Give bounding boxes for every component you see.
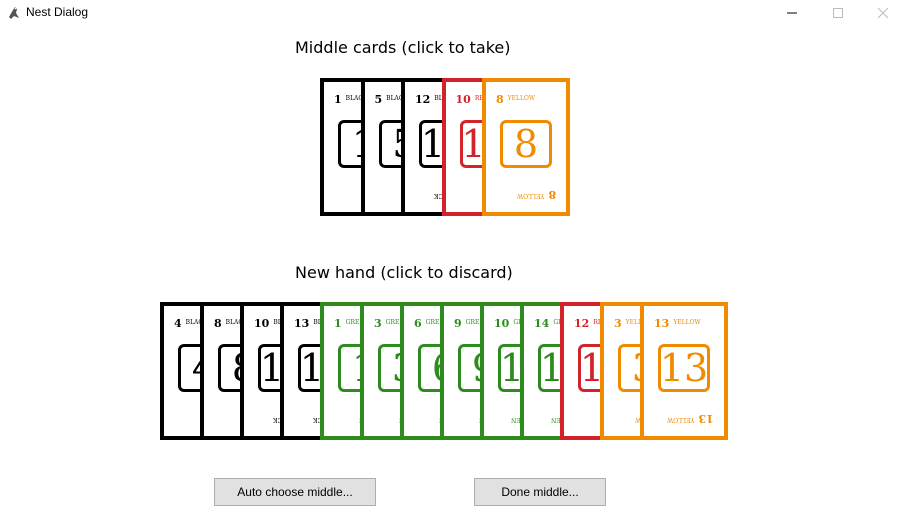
auto-choose-middle-button[interactable]: Auto choose middle... [214, 478, 376, 506]
card-number: 8 [496, 93, 504, 106]
card-number-inverted: 13 [698, 412, 714, 425]
minimize-button[interactable] [769, 0, 815, 26]
card-color: GREEN [385, 319, 409, 326]
card-number: 3 [614, 317, 622, 330]
close-button[interactable] [860, 0, 900, 26]
card-color-inverted: YELLOW [667, 416, 695, 423]
card-number: 10 [494, 317, 510, 330]
card-color: BLACK [185, 319, 208, 326]
new-hand-label: New hand (click to discard) [295, 263, 513, 282]
card-corner-top: 3 YELLOW [614, 312, 653, 331]
card-corner-bottom: 8YELLOW [517, 187, 556, 206]
card-color-inverted: YELLOW [516, 192, 545, 199]
card-number: 10 [455, 93, 471, 106]
middle-cards-row: 1BLACK11BLACK5BLACK55BLACK12BLACK1212BLA… [320, 78, 570, 216]
card-number: 4 [174, 317, 182, 330]
card-color: BLACK [225, 319, 248, 326]
card-color: YELLOW [626, 319, 653, 326]
card-color: YELLOW [673, 319, 701, 326]
card-number: 3 [374, 317, 382, 330]
maximize-icon [833, 8, 843, 18]
card-number: 1 [334, 93, 342, 106]
middle-cards-label: Middle cards (click to take) [295, 38, 511, 57]
card-number: 12 [574, 317, 590, 330]
card-number: 10 [254, 317, 270, 330]
card-number: 9 [454, 317, 462, 330]
maximize-button[interactable] [815, 0, 861, 26]
card-center-number: 8 [500, 120, 552, 168]
close-icon [877, 7, 889, 19]
minimize-icon [787, 12, 797, 14]
card-center-number: 13 [658, 344, 710, 392]
card-corner-bottom: 13YELLOW [667, 411, 714, 430]
card-color: GREEN [425, 319, 449, 326]
card-number: 13 [654, 317, 670, 330]
card-number: 12 [415, 93, 431, 106]
window-title: Nest Dialog [26, 5, 89, 19]
card-color: YELLOW [507, 95, 536, 102]
card-number: 1 [334, 317, 342, 330]
card-number-inverted: 8 [548, 188, 556, 201]
new-hand-row: 4BLACK44BLACK8BLACK88BLACK10BLACK1010BLA… [160, 302, 730, 440]
card-color: RED [475, 95, 489, 102]
done-middle-button[interactable]: Done middle... [474, 478, 606, 506]
card-number: 8 [214, 317, 222, 330]
card-corner-top: 10 RED [456, 88, 489, 107]
card-color: BLACK [386, 95, 408, 102]
title-bar: Nest Dialog [0, 0, 900, 26]
card-number: 6 [414, 317, 422, 330]
app-bird-icon [6, 5, 22, 21]
card-color: GREEN [465, 319, 489, 326]
card-color: GREEN [345, 319, 369, 326]
card-number: 14 [534, 317, 550, 330]
card-number: 13 [294, 317, 310, 330]
card-number: 5 [374, 93, 383, 106]
card-color: BLACK [345, 95, 368, 102]
